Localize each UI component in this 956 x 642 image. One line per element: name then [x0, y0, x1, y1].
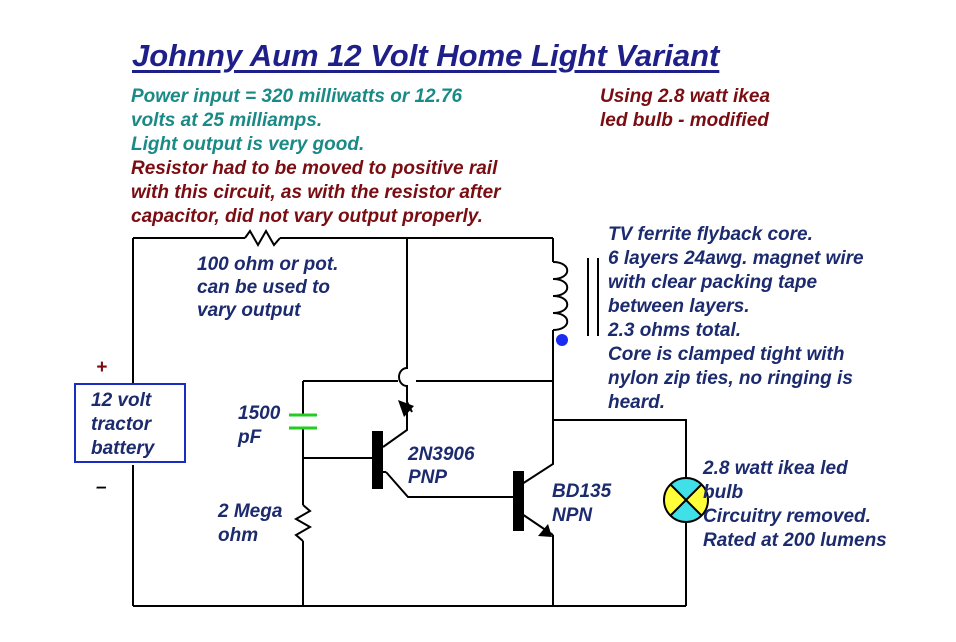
coil-label-line-2: 6 layers 24awg. magnet wire [608, 248, 864, 269]
battery-minus-sign: – [96, 477, 107, 498]
resistor-top-label-line-1: 100 ohm or pot. [197, 254, 339, 275]
battery-label-line-3: battery [91, 438, 155, 459]
resistor-top [244, 228, 281, 248]
lamp-label-line-1: 2.8 watt ikea led [703, 458, 848, 479]
npn-label-line-2: NPN [552, 505, 593, 526]
bulb-used-note-line-1: Using 2.8 watt ikea [600, 86, 771, 107]
coil-label-line-5: 2.3 ohms total. [608, 320, 742, 341]
coil-label-line-8: heard. [608, 392, 666, 413]
bulb-used-note-line-2: led bulb - modified [600, 110, 769, 131]
coil-label-line-6: Core is clamped tight with [608, 344, 845, 365]
resistor-bottom [293, 504, 313, 542]
pnp-emitter-wire [398, 238, 413, 413]
coil-polarity-dot [556, 334, 568, 346]
battery-plus-sign: + [96, 357, 108, 378]
npn-collector-wire [521, 420, 554, 485]
battery-label-line-2: tractor [91, 414, 152, 435]
battery-box [74, 383, 186, 463]
pnp-collector-wire [385, 471, 518, 498]
pnp-label-line-2: PNP [408, 467, 448, 488]
coil-label-line-7: nylon zip ties, no ringing is [608, 368, 853, 389]
pnp-label-line-1: 2N3906 [408, 444, 475, 465]
lamp-label-line-4: Rated at 200 lumens [703, 530, 887, 551]
resistor-bottom-label-line-2: ohm [218, 525, 259, 546]
capacitor-label-line-1: 1500 [238, 403, 281, 424]
resistor-bottom-label-line-1: 2 Mega [218, 501, 283, 522]
npn-label-line-1: BD135 [552, 481, 612, 502]
pnp-arrow [398, 400, 414, 417]
npn-base-bar [513, 471, 524, 531]
power-note-line-3: Light output is very good. [131, 134, 365, 155]
resistor-note-line-3: capacitor, did not vary output properly. [131, 206, 483, 227]
resistor-top-label-line-3: vary output [197, 300, 301, 321]
capacitor-label-line-2: pF [238, 427, 262, 448]
coil-label-line-1: TV ferrite flyback core. [608, 224, 813, 245]
npn-arrow [538, 524, 552, 537]
lamp-symbol [663, 477, 709, 523]
resistor-note-line-2: with this circuit, as with the resistor … [131, 182, 501, 203]
coil-winding [552, 261, 569, 331]
power-note-line-2: volts at 25 milliamps. [131, 110, 323, 131]
lamp-top-wire [553, 419, 687, 480]
lamp-label-line-2: bulb [703, 482, 744, 503]
lamp-label-line-3: Circuitry removed. [703, 506, 871, 527]
coil-label-line-3: with clear packing tape [608, 272, 818, 293]
resistor-top-label-line-2: can be used to [197, 277, 331, 298]
pnp-base-bar [372, 431, 383, 489]
pnp-emitter-leg [382, 410, 408, 448]
resistor-note-line-1: Resistor had to be moved to positive rai… [131, 158, 498, 179]
battery-label-line-1: 12 volt [91, 390, 152, 411]
coil-label-line-4: between layers. [608, 296, 750, 317]
diagram-title: Johnny Aum 12 Volt Home Light Variant [132, 38, 720, 73]
power-note-line-1: Power input = 320 milliwatts or 12.76 [131, 86, 463, 107]
